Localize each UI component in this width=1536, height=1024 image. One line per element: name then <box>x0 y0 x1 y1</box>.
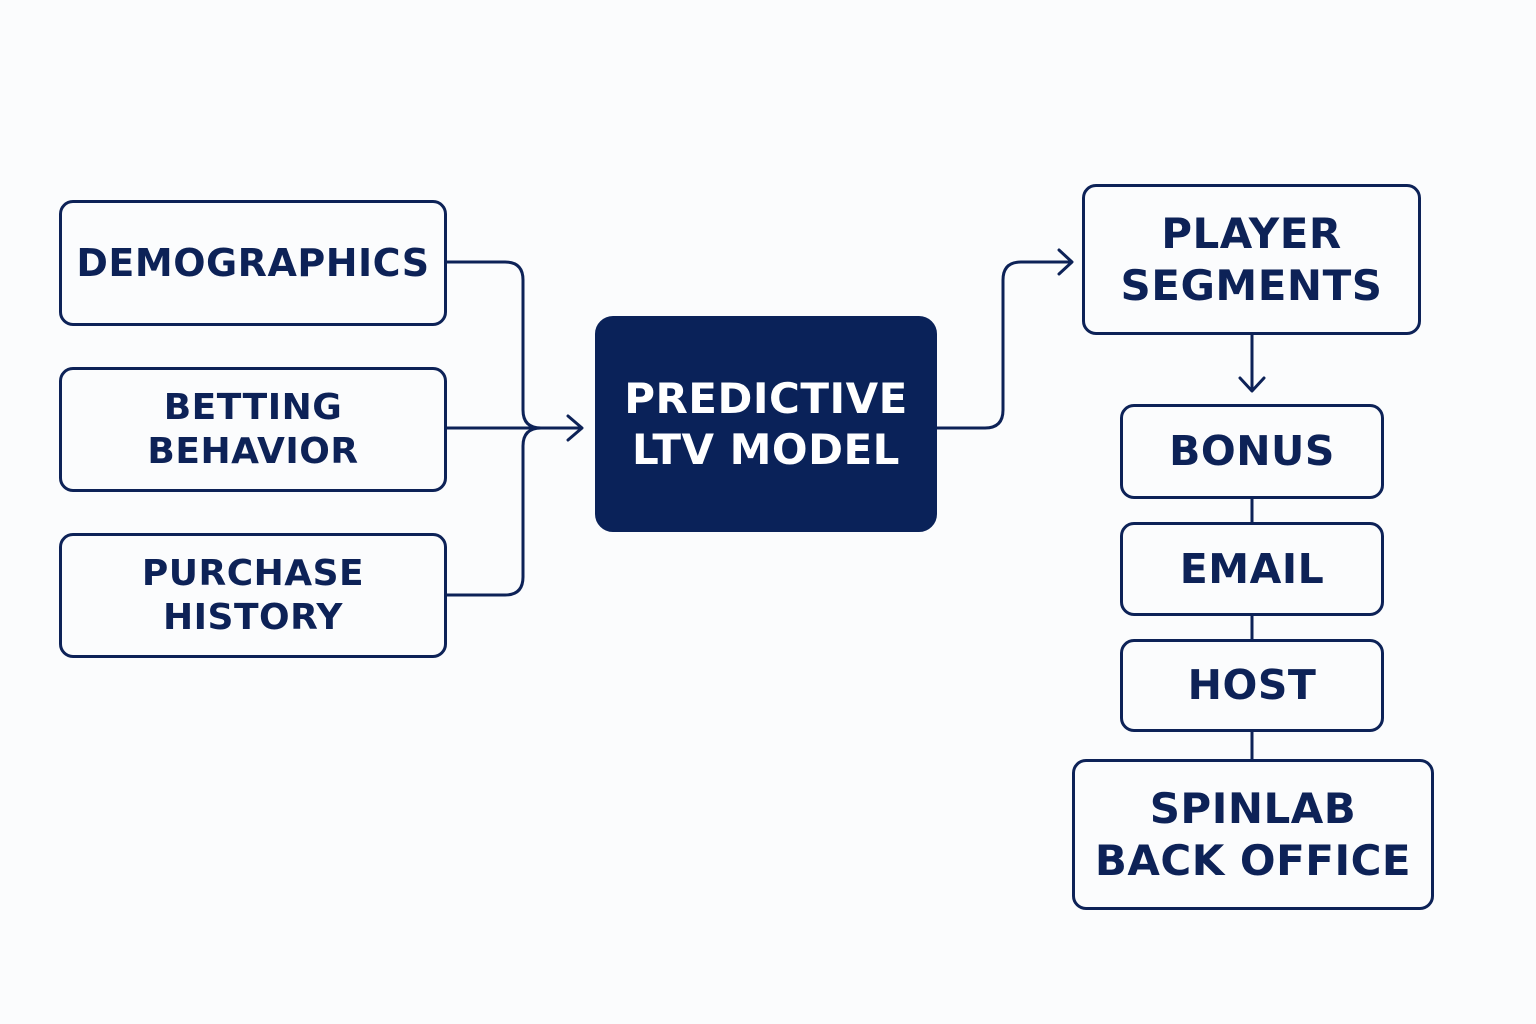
edge-model-segments <box>935 260 1073 430</box>
spinlab-back-office-box: SPINLAB BACK OFFICE <box>1072 759 1434 910</box>
email-box: EMAIL <box>1120 522 1384 616</box>
purchase-history-box: PURCHASE HISTORY <box>59 533 447 658</box>
host-box: HOST <box>1120 639 1384 732</box>
demographics-box: DEMOGRAPHICS <box>59 200 447 326</box>
edge-purchase-model <box>445 426 543 597</box>
edge-demographics-model <box>445 260 582 430</box>
predictive-ltv-model-box: PREDICTIVE LTV MODEL <box>595 316 937 532</box>
betting-behavior-box: BETTING BEHAVIOR <box>59 367 447 492</box>
arrowhead-model <box>566 414 584 442</box>
bonus-box: BONUS <box>1120 404 1384 499</box>
player-segments-box: PLAYER SEGMENTS <box>1082 184 1421 335</box>
arrowhead-bonus <box>1238 376 1266 393</box>
arrowhead-segments <box>1057 248 1074 276</box>
